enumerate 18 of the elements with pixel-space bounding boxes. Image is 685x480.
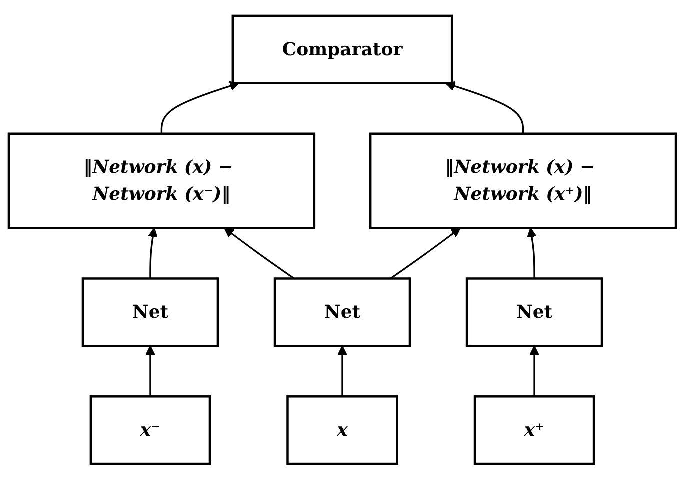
- node-box: ‖Network (x) − Network (x⁺)‖: [369, 132, 678, 230]
- node-box: Net: [274, 278, 412, 348]
- arrow: [160, 81, 240, 134]
- arrow: [146, 346, 156, 397]
- arrow: [445, 81, 524, 134]
- node-box: x: [286, 396, 398, 466]
- node-box: Comparator: [232, 14, 454, 84]
- arrow: [527, 228, 537, 279]
- arrow: [338, 346, 348, 397]
- node-box: Net: [466, 278, 604, 348]
- arrow: [530, 346, 540, 397]
- node-box: x⁻: [90, 396, 212, 466]
- node-box: x⁺: [474, 396, 596, 466]
- node-box: ‖Network (x) − Network (x⁻)‖: [8, 132, 316, 230]
- arrow: [224, 228, 295, 280]
- arrow: [148, 228, 158, 279]
- node-box: Net: [82, 278, 220, 348]
- arrow: [390, 228, 461, 280]
